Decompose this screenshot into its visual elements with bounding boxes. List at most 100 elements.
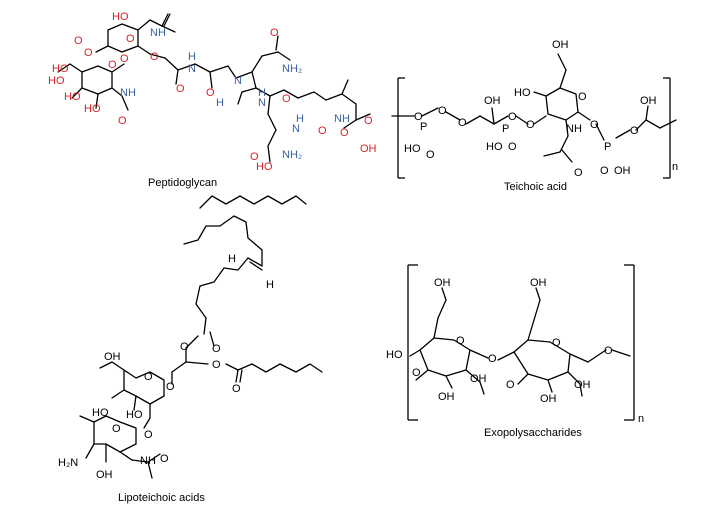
- atom-o: O: [74, 35, 83, 47]
- atom-o: O: [270, 27, 279, 39]
- atom-ho: HO: [486, 141, 503, 153]
- atom-n: N: [258, 97, 266, 109]
- atom-o: O: [212, 359, 221, 371]
- atom-oh: OH: [360, 143, 377, 155]
- atom-o: O: [508, 141, 517, 153]
- atom-oh: OH: [438, 391, 455, 403]
- atom-oh: OH: [640, 95, 657, 107]
- caption-exopolysaccharides: Exopolysaccharides: [484, 427, 582, 439]
- atom-oh: OH: [552, 39, 569, 51]
- atom-ho: HO: [404, 143, 421, 155]
- atom-o: O: [630, 125, 639, 137]
- atom-oh: OH: [614, 165, 631, 177]
- atom-oh: OH: [470, 373, 487, 385]
- atom-ho: HO: [256, 161, 273, 173]
- atom-oh: OH: [540, 393, 557, 405]
- atom-nh: NH: [334, 113, 350, 125]
- atom-o: O: [232, 383, 241, 395]
- atom-n: N: [292, 123, 300, 135]
- atom-o: O: [150, 51, 159, 63]
- atom-o: O: [340, 127, 349, 139]
- caption-lipoteichoic-acids: Lipoteichoic acids: [118, 492, 205, 504]
- atom-o: O: [84, 47, 93, 59]
- atom-ho: HO: [514, 87, 531, 99]
- atom-o: O: [118, 115, 127, 127]
- atom-oh: OH: [484, 95, 501, 107]
- subscript-n: n: [638, 413, 644, 425]
- atom-h: H: [296, 113, 304, 125]
- atom-o: O: [120, 53, 129, 65]
- atom-ho: HO: [48, 75, 65, 87]
- atom-ho: HO: [386, 349, 403, 361]
- atom-h: H: [228, 253, 236, 265]
- atom-nh: NH: [150, 27, 166, 39]
- atom-nh: NH: [140, 455, 156, 467]
- atom-oh: OH: [96, 469, 113, 481]
- atom-nh2: NH₂: [282, 149, 302, 161]
- atom-o: O: [364, 115, 373, 127]
- atom-o: O: [250, 151, 259, 163]
- peptidoglycan-structure: [57, 13, 371, 163]
- subscript-n: n: [672, 161, 678, 173]
- atom-o: O: [600, 165, 609, 177]
- teichoic-acid-structure: [391, 53, 677, 179]
- atom-o: O: [506, 379, 515, 391]
- atom-n: N: [188, 63, 196, 75]
- caption-teichoic-acid: Teichoic acid: [504, 181, 567, 193]
- atom-o: O: [160, 453, 169, 465]
- lipoteichoic-acid-structure: [79, 195, 323, 479]
- atom-h2n: H₂N: [58, 457, 78, 469]
- atom-o: O: [574, 167, 583, 179]
- atom-ho: HO: [64, 91, 81, 103]
- atom-o: O: [456, 335, 465, 347]
- atom-p: P: [604, 141, 611, 153]
- atom-o: O: [318, 125, 327, 137]
- atom-o: O: [112, 423, 121, 435]
- atom-o: O: [604, 345, 613, 357]
- atom-o: O: [552, 337, 561, 349]
- caption-peptidoglycan: Peptidoglycan: [148, 177, 217, 189]
- exopolysaccharides-structure: [407, 264, 635, 421]
- atom-nh: NH: [120, 87, 136, 99]
- peptidoglycan-atoms: HO NH O O O O O H N O H N O NH₂ H N O H …: [48, 11, 377, 173]
- atom-oh: OH: [104, 351, 121, 363]
- atom-o: O: [144, 429, 153, 441]
- atom-h: H: [266, 279, 274, 291]
- atom-ho: HO: [112, 11, 129, 23]
- atom-oh: OH: [434, 277, 451, 289]
- atom-p: P: [502, 123, 509, 135]
- teichoic-acid-atoms: O O P HO O O OH O P O HO O HO OH O NH O …: [404, 39, 678, 179]
- atom-o: O: [488, 353, 497, 365]
- atom-ho: HO: [126, 409, 143, 421]
- atom-o: O: [126, 33, 135, 45]
- atom-ho: HO: [52, 63, 69, 75]
- atom-n: N: [234, 75, 242, 87]
- atom-o: O: [458, 117, 467, 129]
- atom-o: O: [180, 341, 189, 353]
- atom-o: O: [438, 105, 447, 117]
- atom-o: O: [412, 367, 421, 379]
- atom-o: O: [212, 343, 221, 355]
- atom-ho: HO: [84, 103, 101, 115]
- atom-nh2: NH₂: [282, 63, 302, 75]
- atom-p: P: [420, 121, 427, 133]
- atom-o: O: [426, 149, 435, 161]
- atom-o: O: [526, 119, 535, 131]
- atom-ho: HO: [92, 407, 109, 419]
- atom-o: O: [176, 83, 185, 95]
- lipoteichoic-acid-atoms: H H O O O O O O OH HO HO O O H₂N OH NH O: [58, 253, 274, 481]
- exopolysaccharides-atoms: OH OH HO O O OH OH O O O OH OH O n: [386, 277, 644, 425]
- atom-o: O: [590, 119, 599, 131]
- atom-h: H: [188, 51, 196, 63]
- atom-o: O: [578, 91, 587, 103]
- atom-o: O: [414, 111, 423, 123]
- atom-o: O: [282, 93, 291, 105]
- atom-o: O: [108, 59, 117, 71]
- atom-o: O: [166, 381, 175, 393]
- atom-o: O: [144, 371, 153, 383]
- atom-nh: NH: [566, 123, 582, 135]
- atom-h: H: [216, 97, 224, 109]
- atom-h: H: [258, 87, 266, 99]
- atom-o: O: [206, 87, 215, 99]
